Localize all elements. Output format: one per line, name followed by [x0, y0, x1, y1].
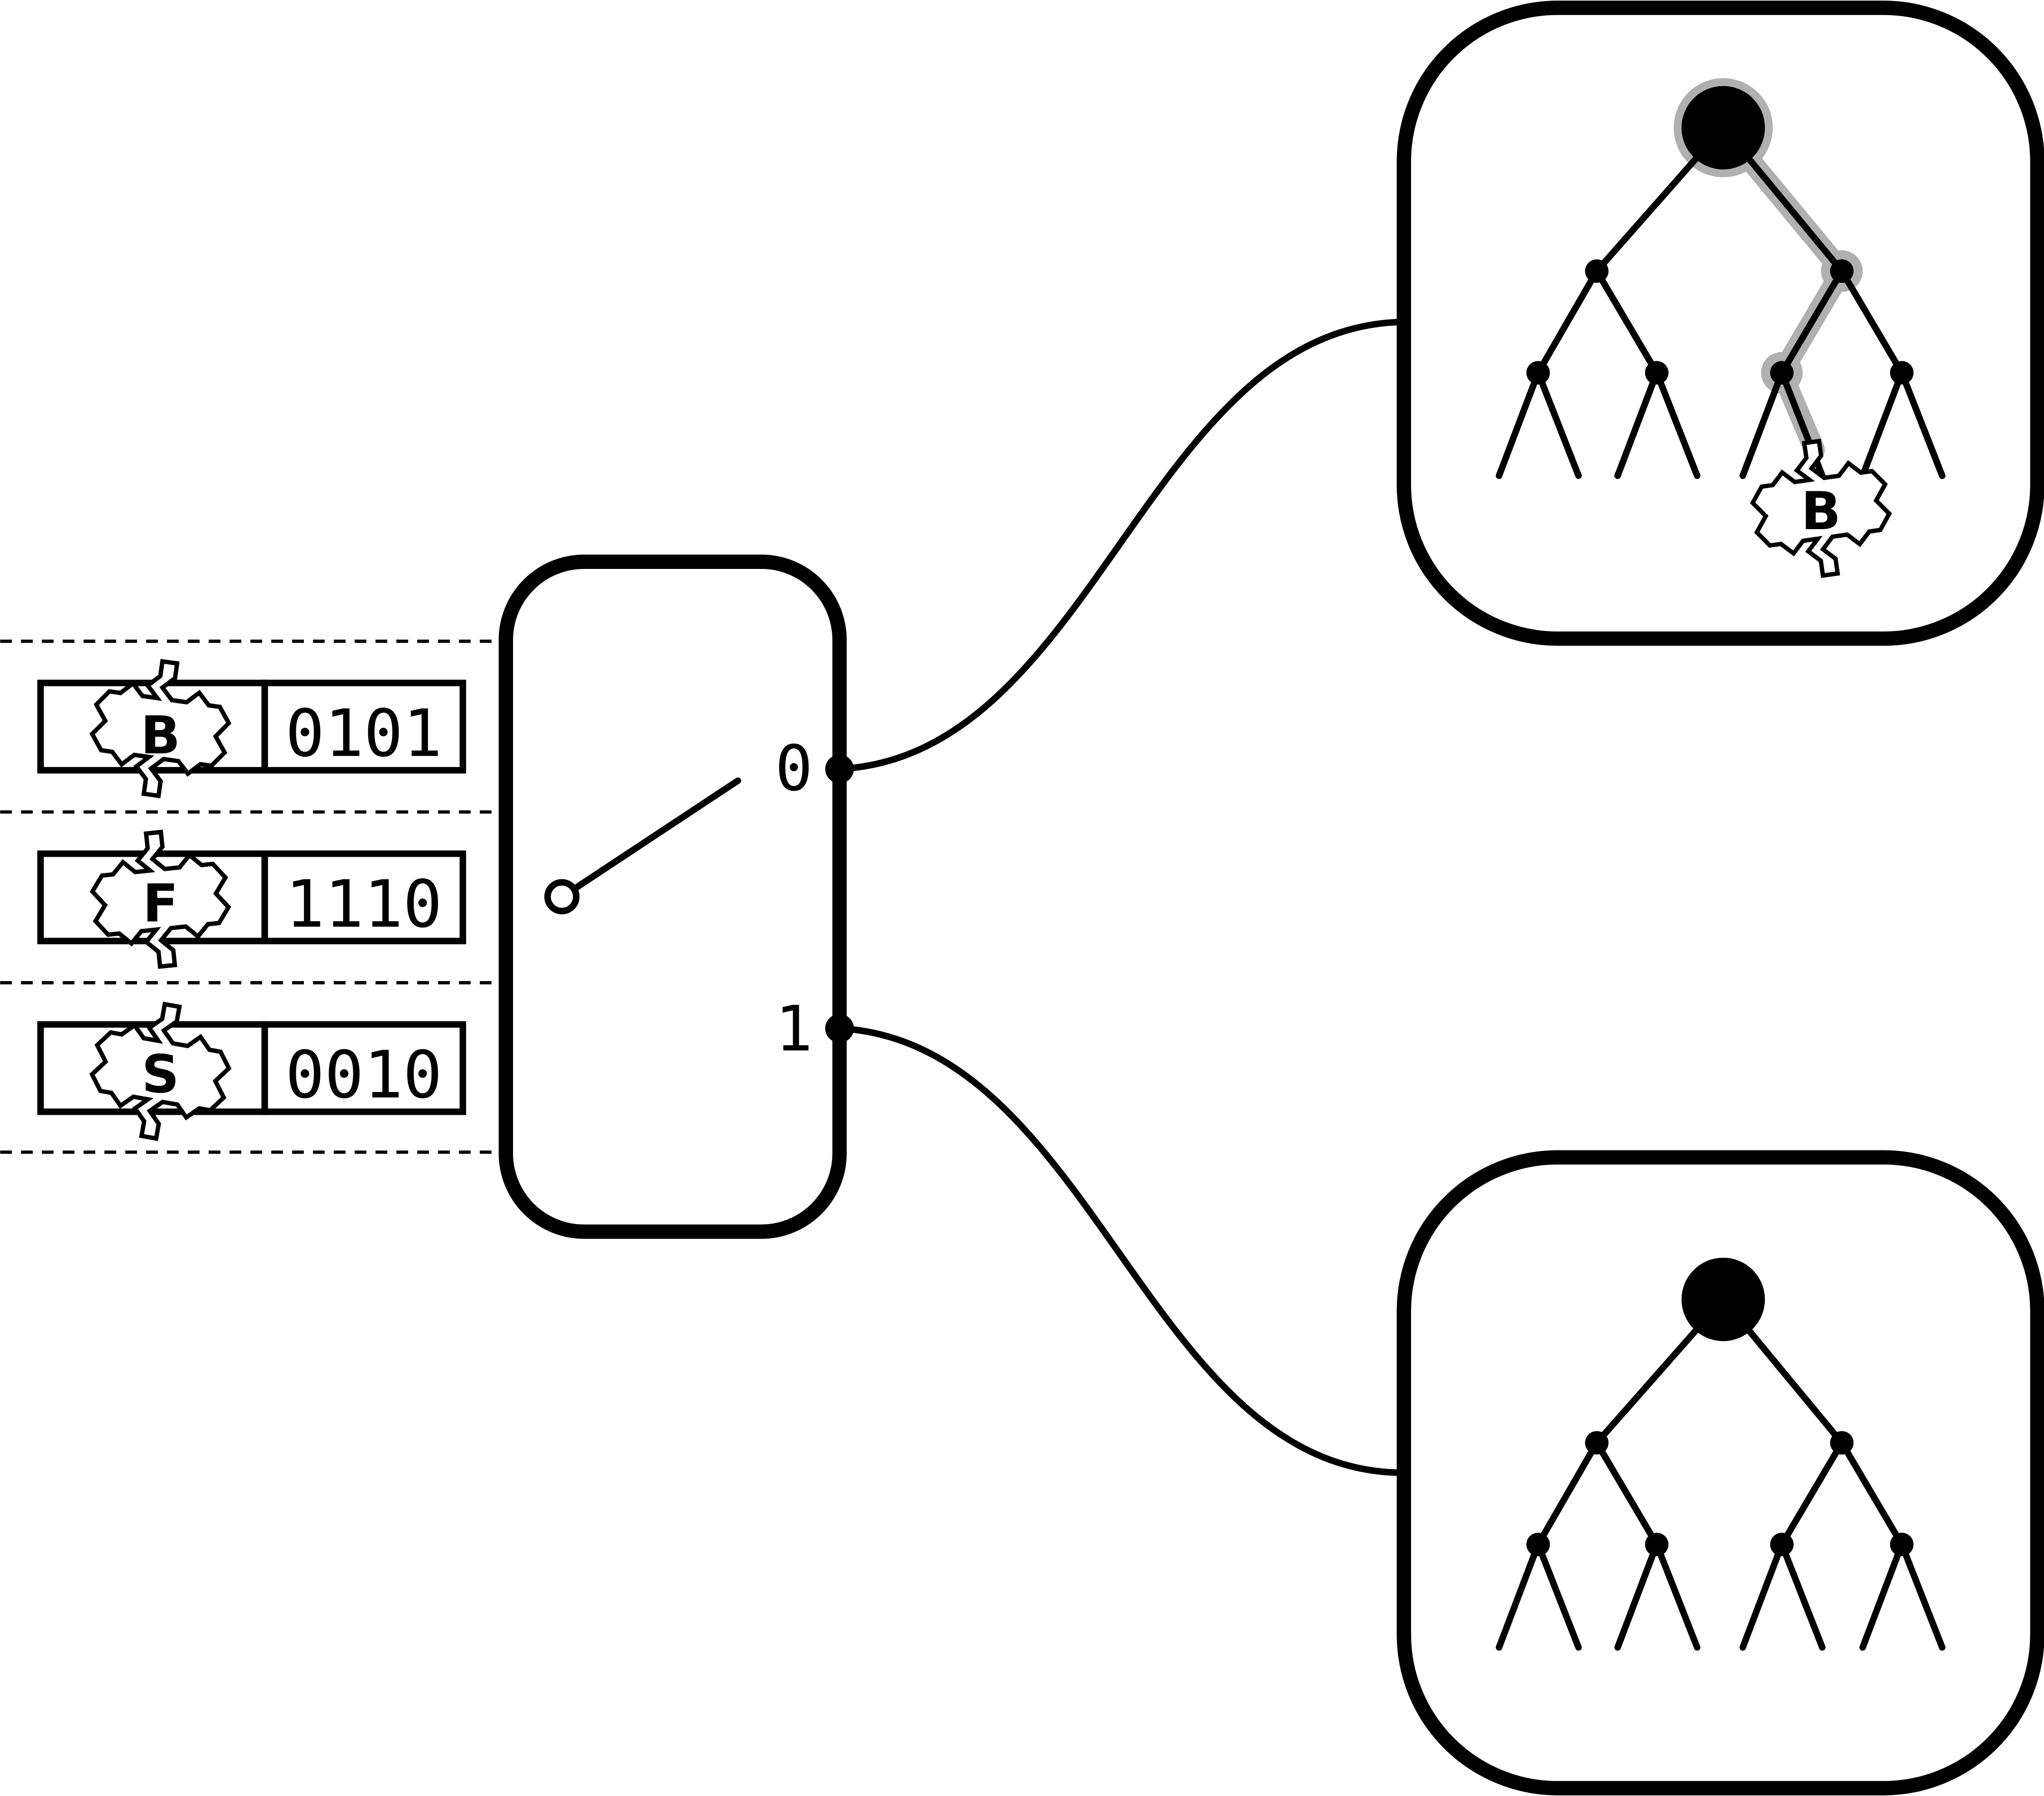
port-1-dot — [825, 1014, 854, 1043]
row-code-box — [261, 850, 466, 944]
row-letter: B — [141, 705, 180, 766]
switch-pivot — [544, 879, 580, 915]
port-0-dot — [825, 754, 854, 784]
tree-panel-0: B — [1396, 1, 2044, 646]
tree-node — [1526, 361, 1550, 384]
port-0-label: 0 — [775, 732, 813, 805]
tree-root — [1681, 1257, 1765, 1341]
input-row-3: S 0010 — [37, 994, 466, 1148]
row-code: 0010 — [285, 1038, 442, 1113]
row-code: 1110 — [285, 867, 442, 942]
tree-node — [1645, 361, 1669, 384]
switch-lever — [572, 777, 741, 891]
switch: 0 1 — [498, 554, 854, 1239]
switch-box — [498, 554, 847, 1239]
tree-node — [1645, 1532, 1669, 1557]
tree-root — [1681, 86, 1765, 170]
tree-leaf-letter: B — [1801, 481, 1841, 542]
tree-node — [1770, 361, 1794, 384]
tree-node — [1830, 259, 1854, 283]
input-row-2: F 1110 — [37, 826, 466, 973]
row-code-box — [261, 1021, 466, 1115]
tree-node — [1770, 1532, 1794, 1557]
row-code: 0101 — [285, 696, 442, 772]
connector-0 — [839, 318, 1404, 773]
tree-node — [1890, 1532, 1914, 1557]
tree-node — [1830, 1431, 1854, 1455]
tree-node — [1526, 1532, 1550, 1557]
tree-node — [1585, 1431, 1609, 1455]
input-row-1: B 0101 — [37, 653, 466, 804]
tree-node — [1890, 361, 1914, 384]
row-letter: S — [142, 1044, 179, 1105]
tree-panel-1 — [1396, 1150, 2044, 1795]
tree-node — [1585, 259, 1609, 283]
connector-1 — [839, 1025, 1404, 1477]
port-1-label: 1 — [775, 993, 813, 1066]
row-letter: F — [143, 874, 178, 934]
tree-panel-box — [1396, 1150, 2044, 1795]
row-code-box — [261, 679, 466, 774]
